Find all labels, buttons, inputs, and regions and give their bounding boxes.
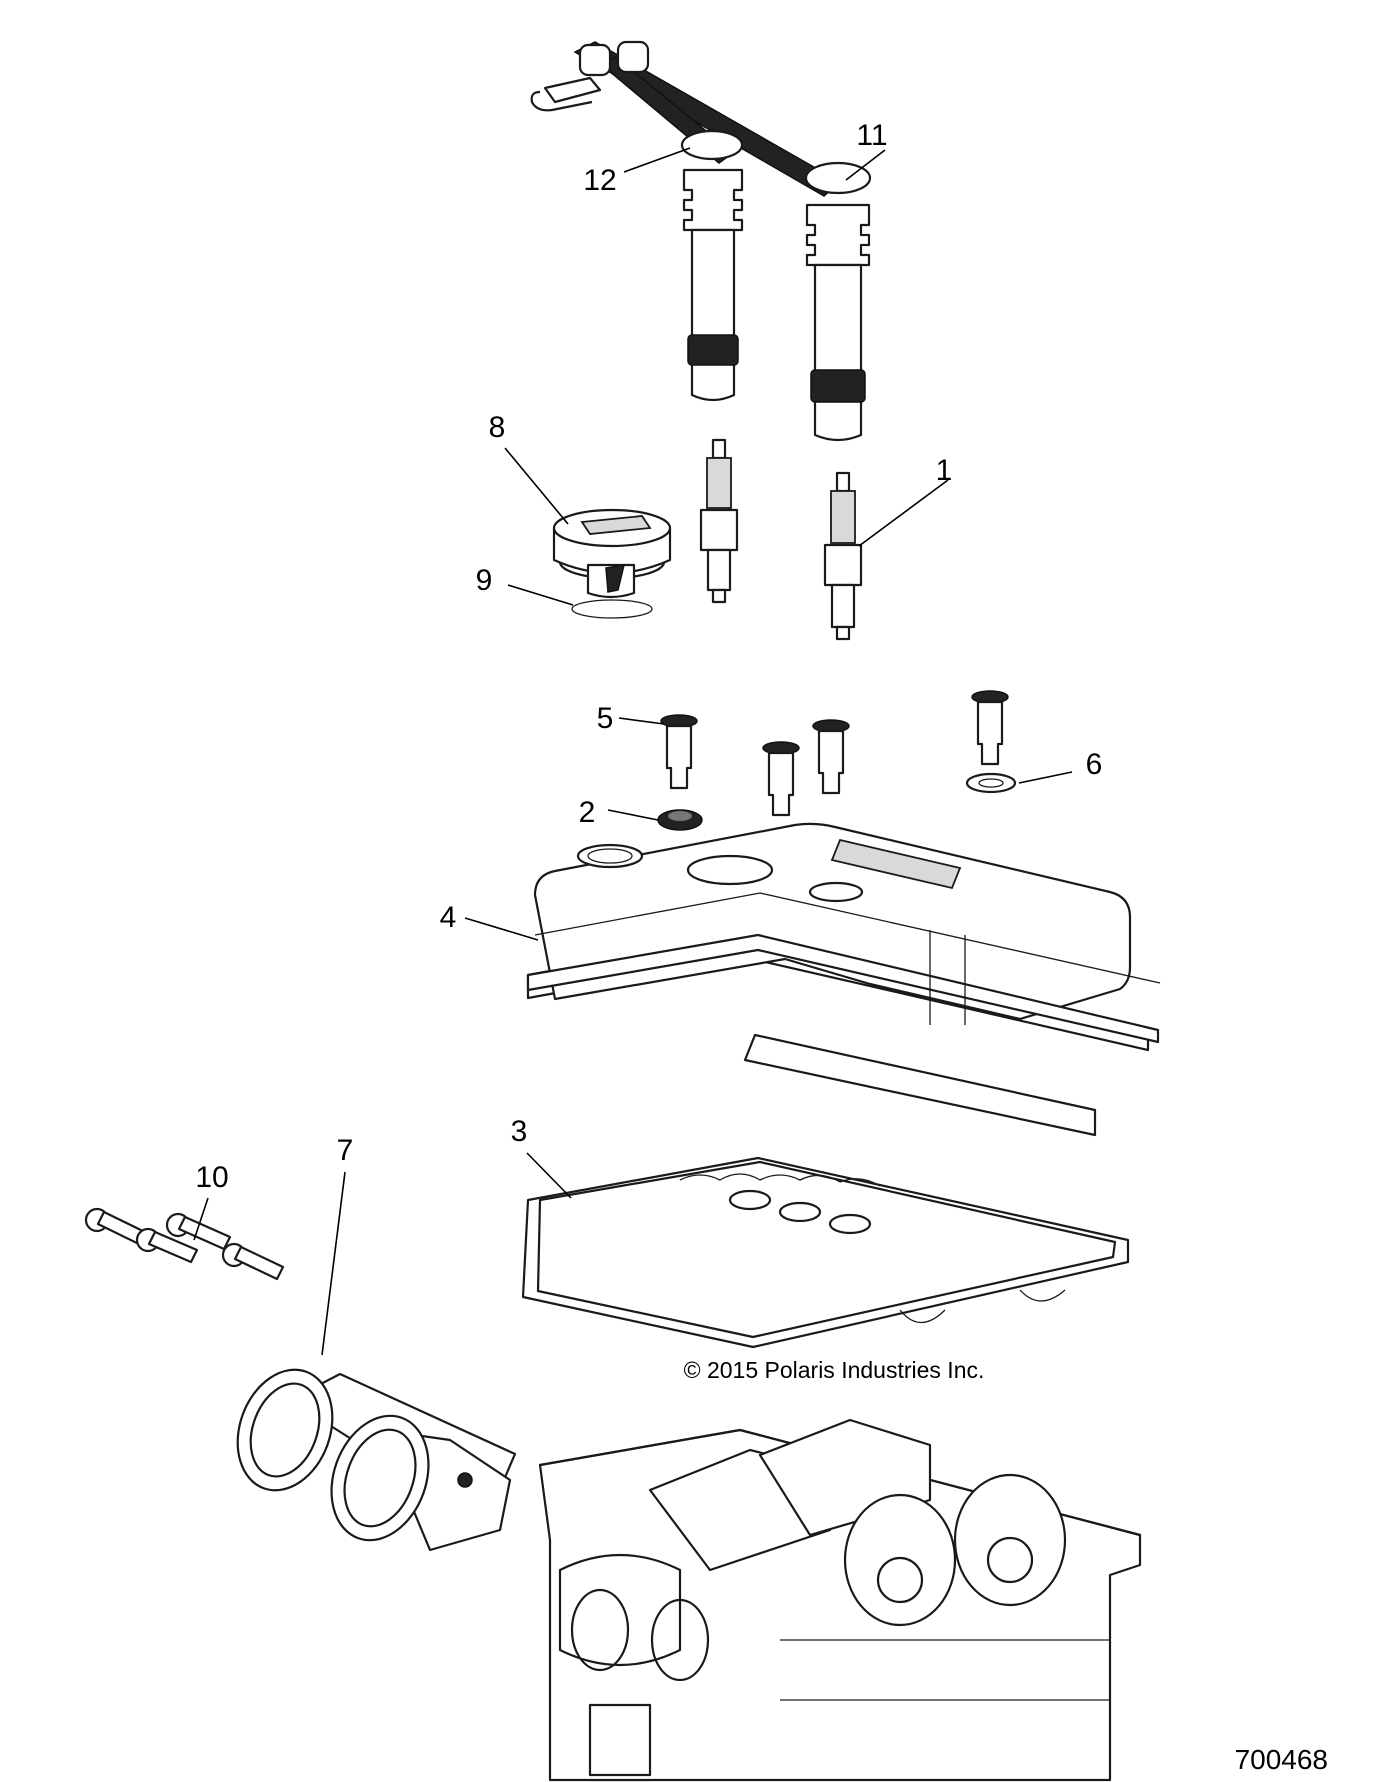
leader-8 <box>504 447 569 525</box>
callout-9: 9 <box>476 564 493 597</box>
oil-fill-cap <box>552 508 672 599</box>
callout-1: 1 <box>936 454 953 487</box>
leader-5 <box>618 717 665 725</box>
callout-labels: 1 2 3 4 5 6 7 8 9 10 11 12 <box>195 119 1102 1194</box>
callout-2: 2 <box>579 796 596 829</box>
ignition-coil-assembly <box>530 40 872 442</box>
callout-12: 12 <box>583 164 616 197</box>
leader-1 <box>858 479 949 547</box>
intake-boots <box>236 1368 517 1552</box>
callout-8: 8 <box>489 411 506 444</box>
o-ring <box>571 599 653 619</box>
cylinder-head <box>538 1418 1142 1782</box>
leader-4 <box>464 917 539 941</box>
callout-4: 4 <box>440 901 457 934</box>
leader-12 <box>623 147 691 173</box>
callout-3: 3 <box>511 1115 528 1148</box>
leader-7 <box>321 1171 346 1356</box>
leader-10 <box>193 1197 209 1241</box>
callout-11: 11 <box>856 119 887 152</box>
spark-plug-right <box>823 471 863 641</box>
leader-3 <box>526 1152 572 1199</box>
leader-2 <box>607 809 659 821</box>
valve-cover <box>526 822 1161 1137</box>
callout-10: 10 <box>195 1161 228 1194</box>
intake-bolts <box>84 1207 285 1281</box>
callout-7: 7 <box>337 1134 354 1167</box>
callout-5: 5 <box>597 702 614 735</box>
copyright-notice: © 2015 Polaris Industries Inc. <box>684 1357 985 1383</box>
leader-6 <box>1018 771 1073 784</box>
washer <box>965 772 1017 794</box>
leader-lines <box>193 147 1073 1356</box>
leader-11 <box>845 149 886 181</box>
leader-9 <box>507 584 574 606</box>
valve-cover-gasket <box>521 1156 1130 1349</box>
callout-6: 6 <box>1086 748 1103 781</box>
drawing-number: 700468 <box>1235 1744 1328 1775</box>
spark-plug-left <box>699 438 739 604</box>
shoulder-bolts <box>660 690 1009 817</box>
